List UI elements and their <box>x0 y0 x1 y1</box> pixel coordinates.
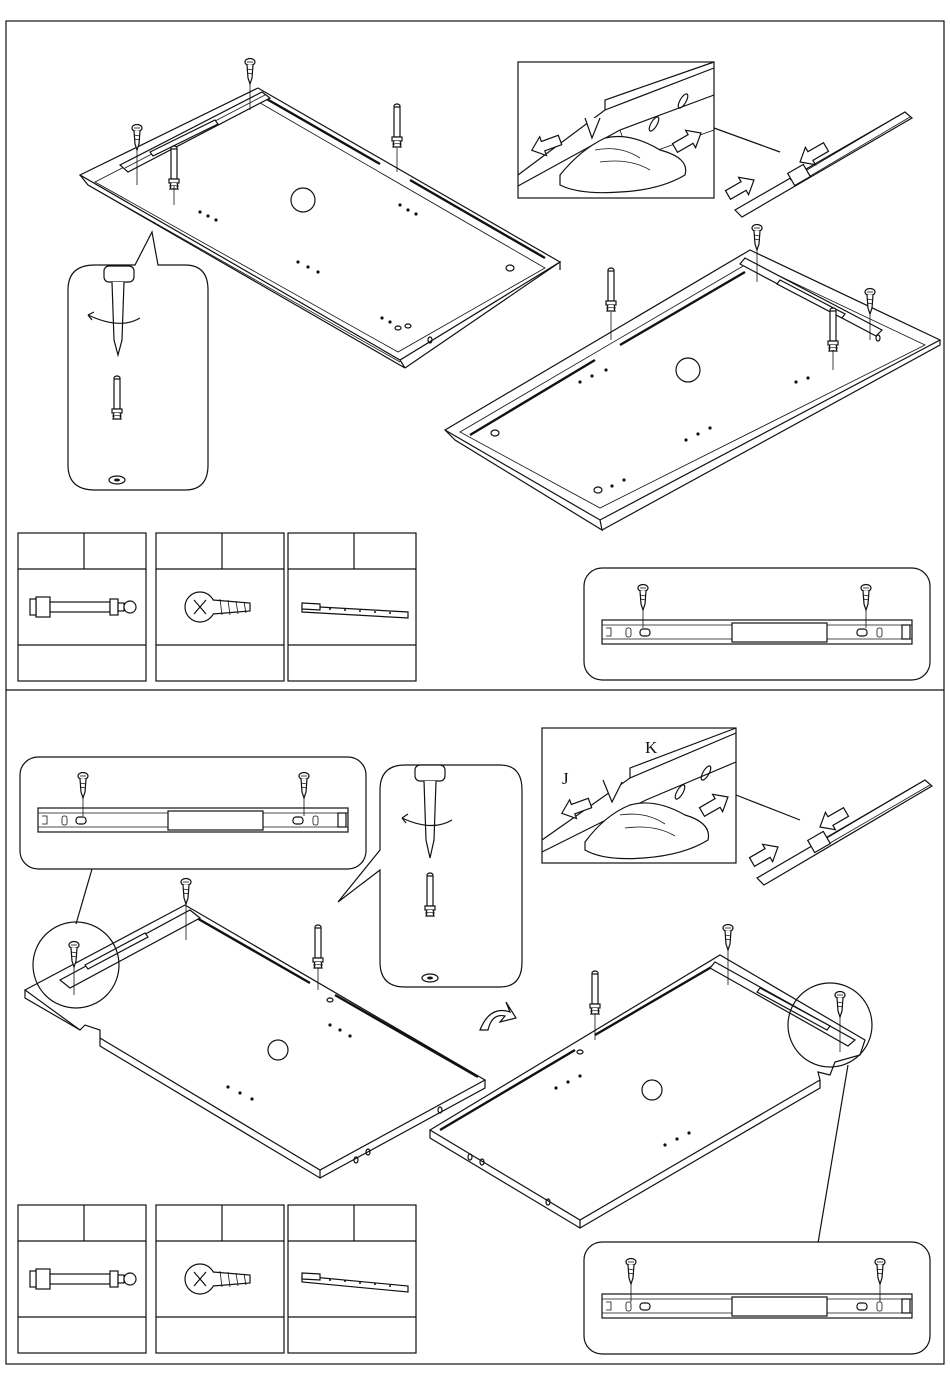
cam-bolt-icon <box>30 597 136 617</box>
top-zoom-bubble <box>68 232 208 490</box>
bottom-rail-detail <box>20 757 366 924</box>
top-parts-cards <box>18 533 416 681</box>
rotate-arrow-icon <box>480 1002 516 1030</box>
bottom-hand-callout: K J <box>542 728 800 863</box>
callout-label-k: K <box>645 738 658 757</box>
cam-bolt-icon <box>30 1269 136 1289</box>
part-card-screw <box>156 1205 284 1353</box>
bottom-right-rail-detail <box>584 1242 930 1354</box>
drawer-slide-icon <box>302 603 408 618</box>
bottom-slide-detail <box>747 780 932 885</box>
part-card-cam-bolt <box>18 533 146 681</box>
part-card-drawer-slide <box>288 1205 416 1353</box>
part-card-cam-bolt <box>18 1205 146 1353</box>
part-card-drawer-slide <box>288 533 416 681</box>
callout-label-j: J <box>562 769 569 788</box>
bottom-parts-cards <box>18 1205 416 1353</box>
top-slide-detail <box>723 112 912 217</box>
screw-icon <box>185 1264 250 1294</box>
top-rail-detail <box>584 568 930 680</box>
part-card-screw <box>156 533 284 681</box>
drawer-slide-icon <box>302 1273 408 1292</box>
screw-icon <box>185 592 250 622</box>
